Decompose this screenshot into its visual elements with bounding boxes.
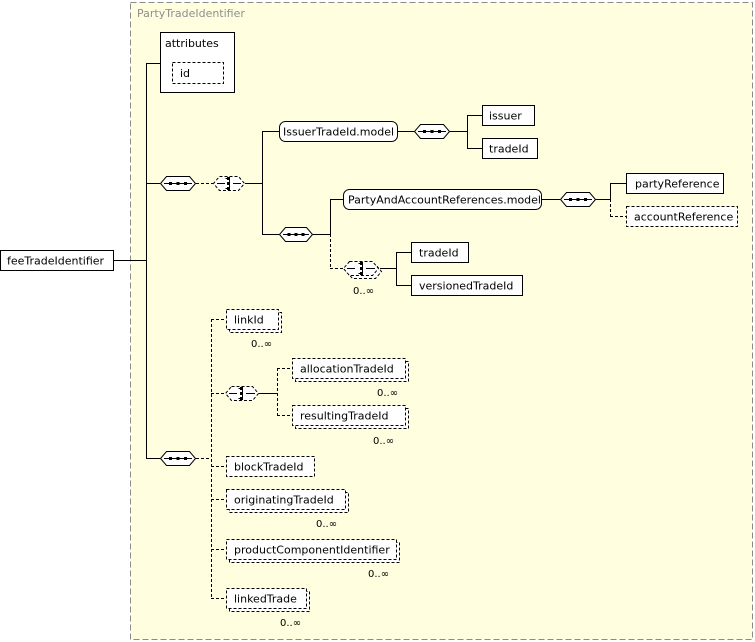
element-originating-trade-id-label: originatingTradeId <box>234 494 334 507</box>
sequence-compositor-icon <box>413 124 451 139</box>
group-container <box>130 2 753 640</box>
group-party-and-account-references-model[interactable] <box>343 189 542 210</box>
choice-compositor-icon <box>224 386 260 401</box>
element-block-trade-id[interactable] <box>226 456 315 477</box>
element-linked-trade[interactable] <box>226 588 307 609</box>
group-party-and-account-references-model-label: PartyAndAccountReferences.model <box>348 194 541 207</box>
element-issuer-label: issuer <box>489 110 522 123</box>
element-resulting-trade-id-label: resultingTradeId <box>300 410 388 423</box>
element-fee-trade-identifier[interactable] <box>0 250 114 271</box>
element-account-reference-label: accountReference <box>634 211 733 224</box>
element-product-component-identifier[interactable] <box>226 539 397 560</box>
element-linked-trade-occurrence: 0..∞ <box>280 618 301 629</box>
element-allocation-trade-id[interactable] <box>292 358 406 379</box>
group-issuer-trade-id-model[interactable] <box>279 121 398 142</box>
element-linked-trade-label: linkedTrade <box>234 593 297 606</box>
element-allocation-trade-id-occurrence: 0..∞ <box>377 388 398 399</box>
element-product-component-identifier-label: productComponentIdentifier <box>234 544 390 557</box>
choice-occurrence-label: 0..∞ <box>353 286 374 297</box>
sequence-compositor-icon <box>159 176 197 191</box>
element-party-reference-label: partyReference <box>635 178 720 191</box>
sequence-compositor-icon <box>159 451 197 466</box>
element-allocation-trade-id-label: allocationTradeId <box>300 363 394 376</box>
connector-lines <box>114 63 626 599</box>
choice-compositor-icon <box>342 261 383 279</box>
choice-compositor-icon <box>212 176 246 191</box>
element-block-trade-id-label: blockTradeId <box>234 461 304 474</box>
element-trade-id-label: tradeId <box>419 247 459 260</box>
element-resulting-trade-id[interactable] <box>292 405 406 426</box>
attribute-id[interactable] <box>172 62 224 84</box>
sequence-compositor-icon <box>559 192 597 207</box>
element-versioned-trade-id-label: versionedTradeId <box>419 280 513 293</box>
group-issuer-trade-id-model-label: IssuerTradeId.model <box>283 126 394 139</box>
element-issuer[interactable] <box>482 105 535 126</box>
element-account-reference[interactable] <box>626 206 738 227</box>
element-trade-id[interactable] <box>482 138 538 159</box>
element-originating-trade-id[interactable] <box>226 489 346 510</box>
element-product-component-identifier-occurrence: 0..∞ <box>368 569 389 580</box>
element-trade-id[interactable] <box>411 242 469 263</box>
element-trade-id-label: tradeId <box>489 143 529 156</box>
element-originating-trade-id-occurrence: 0..∞ <box>316 519 337 530</box>
element-versioned-trade-id[interactable] <box>411 275 523 296</box>
attributes-label: attributes <box>165 37 219 50</box>
sequence-compositor-icon <box>278 227 314 242</box>
group-title: PartyTradeIdentifier <box>137 7 245 20</box>
element-resulting-trade-id-occurrence: 0..∞ <box>373 436 394 447</box>
attribute-id-label: id <box>180 67 190 80</box>
element-party-reference[interactable] <box>626 173 724 194</box>
element-link-id[interactable] <box>226 309 279 330</box>
element-link-id-occurrence: 0..∞ <box>251 339 272 350</box>
element-fee-trade-identifier-label: feeTradeIdentifier <box>7 255 105 268</box>
element-link-id-label: linkId <box>234 314 264 327</box>
